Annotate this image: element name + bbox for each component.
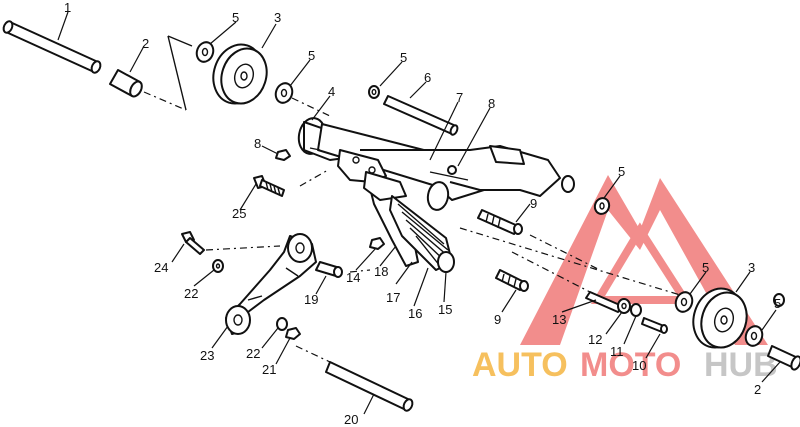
callout-5-f: 5	[774, 296, 781, 311]
part-1-shaft	[2, 20, 102, 74]
callout-21: 21	[262, 362, 276, 377]
part-21-nut	[285, 327, 301, 340]
callout-22-upper: 22	[184, 286, 198, 301]
callout-9-upper: 9	[530, 196, 537, 211]
part-5-washer-d	[593, 197, 611, 215]
part-5-washer-a	[195, 41, 215, 63]
callout-5-e: 5	[702, 260, 709, 275]
callout-5-b: 5	[308, 48, 315, 63]
callout-6: 6	[424, 70, 431, 85]
part-10-bolt	[641, 317, 668, 334]
leader-lines	[57, 11, 781, 415]
part-5-washer-g	[773, 293, 785, 307]
callout-5-d: 5	[618, 164, 625, 179]
callout-9-lower: 9	[494, 312, 501, 327]
part-5-washer-c	[368, 85, 380, 99]
axis-line-bolt24	[205, 245, 281, 251]
part-23-link-arm	[225, 233, 317, 335]
part-5-washer-e	[674, 291, 694, 313]
callout-8-left: 8	[254, 136, 261, 151]
callout-5-a: 5	[232, 10, 239, 25]
axis-line-spacer	[349, 269, 371, 273]
part-24-bolt	[181, 231, 205, 255]
watermark-text-moto: MOTO	[580, 346, 681, 384]
part-22-washer-lower	[276, 317, 288, 331]
part-2-bushing-top	[109, 69, 187, 111]
part-3-idler-wheel-bottom	[692, 287, 748, 349]
callout-13: 13	[552, 312, 566, 327]
callout-2-bottom: 2	[754, 382, 761, 397]
callout-20: 20	[344, 412, 358, 427]
callout-10: 10	[632, 358, 646, 373]
callout-12: 12	[588, 332, 602, 347]
part-20-shaft	[295, 345, 414, 412]
part-11-washer	[630, 303, 642, 317]
callout-3-top: 3	[274, 10, 281, 25]
part-9-bolt-upper	[477, 209, 523, 235]
part-13-axle	[459, 227, 691, 313]
axis-line-top	[291, 97, 331, 117]
part-6-pin	[383, 95, 459, 136]
part-16-boot	[389, 195, 453, 271]
callout-17: 17	[386, 290, 400, 305]
watermark-inner-triangle	[590, 222, 693, 304]
part-12-washer	[617, 298, 631, 314]
callout-23: 23	[200, 348, 214, 363]
part-19-spacer	[315, 261, 343, 278]
part-5-washer-f	[744, 325, 764, 347]
part-22-washer-upper	[212, 259, 224, 273]
part-18-pivot-bracket	[337, 149, 419, 267]
callout-3-bottom: 3	[748, 260, 755, 275]
callout-19: 19	[304, 292, 318, 307]
callout-25: 25	[232, 206, 246, 221]
part-3-idler-wheel-top	[212, 43, 268, 105]
part-9-bolt-lower	[495, 269, 529, 292]
callout-14: 14	[346, 270, 360, 285]
axis-line-bolt25	[299, 169, 329, 187]
part-15-clamp	[437, 251, 455, 273]
callout-22-lower: 22	[246, 346, 260, 361]
part-5-washer-b	[274, 82, 294, 104]
part-4-rail-frame	[297, 117, 575, 211]
callout-7: 7	[456, 90, 463, 105]
part-14-nut	[369, 237, 385, 250]
callout-4: 4	[328, 84, 335, 99]
part-8-nut-top	[275, 149, 291, 161]
callout-15: 15	[438, 302, 452, 317]
callout-5-c: 5	[400, 50, 407, 65]
part-25-bolt	[253, 175, 285, 197]
assembly-bracket-line	[167, 35, 193, 111]
callout-labels: 1 2 3 5 5 5 6 4 7 8 8 25 9 5 24 22 19 14…	[64, 0, 781, 427]
callout-24: 24	[154, 260, 168, 275]
callout-11: 11	[610, 344, 624, 359]
watermark-text-auto: AUTO	[472, 346, 568, 384]
callout-1: 1	[64, 0, 71, 15]
callout-18: 18	[374, 264, 388, 279]
callout-16: 16	[408, 306, 422, 321]
axis-line-bolt9	[529, 234, 601, 271]
watermark-text-hub: HUB	[704, 346, 778, 384]
part-8-nut-right	[447, 165, 457, 175]
callout-8-right: 8	[488, 96, 495, 111]
callout-2-top: 2	[142, 36, 149, 51]
